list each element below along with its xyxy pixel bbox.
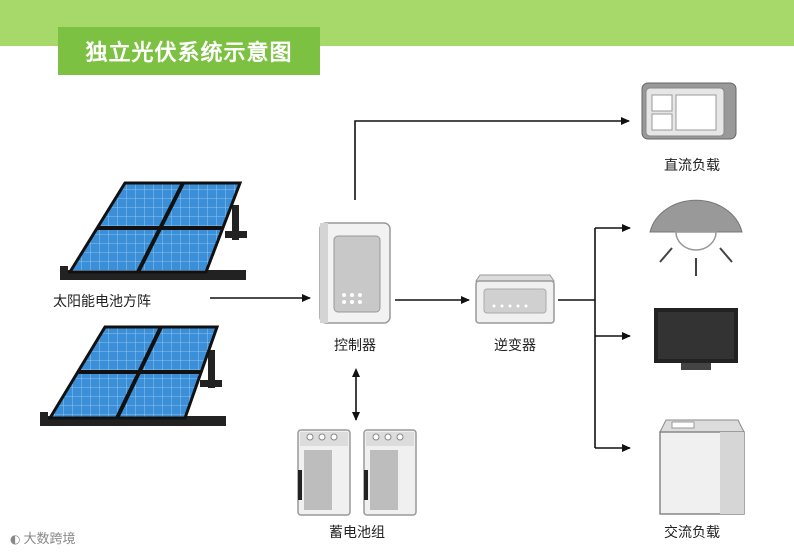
lamp-device [649,199,743,276]
dc-load-label: 直流负载 [664,158,720,174]
solar-panel-lower [40,325,226,426]
ac-load-label: 交流负载 [664,525,720,541]
connectors [210,117,631,452]
ac-load-device [659,419,745,515]
battery-bank-label: 蓄电池组 [329,525,385,541]
solar-array-label: 太阳能电池方阵 [53,294,151,310]
diagram-title: 独立光伏系统示意图 [58,27,320,75]
controller-device [319,222,391,324]
inverter-device [475,274,555,324]
inverter-label: 逆变器 [494,338,536,354]
watermark-icon: ◐ [10,532,21,546]
watermark: ◐大数跨境 [10,528,76,547]
solar-panel-upper [60,181,247,280]
dc-load-device [641,82,737,140]
battery-bank-device [297,429,417,516]
controller-label: 控制器 [334,338,376,354]
tv-device [654,308,738,370]
watermark-text: 大数跨境 [23,532,76,547]
